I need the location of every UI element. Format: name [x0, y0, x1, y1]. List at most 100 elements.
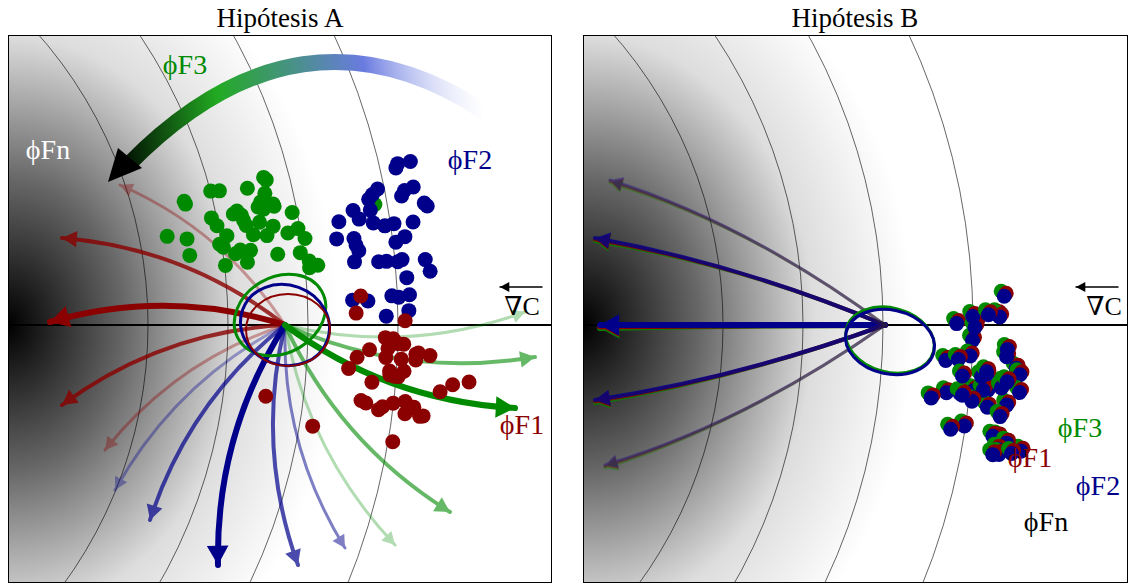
cell-dot — [379, 309, 394, 324]
isoline — [583, 35, 803, 583]
cell-dot — [351, 243, 366, 258]
cell-dot — [310, 258, 325, 273]
trajectory-line — [285, 325, 395, 545]
trajectory-line — [595, 325, 885, 400]
cell-dot — [1000, 374, 1015, 389]
cell-dot — [979, 364, 994, 379]
trajectory-line — [595, 240, 885, 326]
cell-dot — [981, 307, 996, 322]
trajectory-arrow — [595, 325, 885, 406]
cell-dot — [259, 172, 274, 187]
phase-label: ϕFn — [1024, 508, 1068, 536]
arrowhead — [1076, 282, 1085, 292]
cell-dot — [993, 409, 1008, 424]
cell-dot — [955, 388, 970, 403]
arrowhead — [433, 497, 450, 512]
hypothesis-a — [50, 62, 535, 565]
gradient-label: ∇C — [504, 294, 540, 320]
arrowhead — [519, 351, 535, 367]
cell-dot — [182, 248, 197, 263]
phase-label: ϕFn — [26, 136, 70, 164]
trajectory-arrow — [600, 317, 885, 339]
trajectory-arrow — [595, 233, 885, 325]
cell-dot — [341, 361, 356, 376]
cell-dot — [955, 369, 970, 384]
arrowhead — [62, 231, 77, 247]
cell-dot — [371, 402, 386, 417]
cell-dot — [378, 350, 393, 365]
trajectory-line — [605, 325, 885, 468]
cell-dot — [331, 214, 346, 229]
trajectory-line — [600, 325, 885, 328]
cell-dot — [293, 245, 308, 260]
cell-dot — [258, 389, 273, 404]
cell-dot — [924, 390, 939, 405]
cell-dot — [985, 447, 1000, 462]
arrowhead — [285, 548, 300, 565]
cell-dot — [403, 154, 418, 169]
arrowhead — [120, 184, 134, 197]
cell-dot — [384, 288, 399, 303]
arrowhead — [105, 436, 118, 450]
arrowhead — [381, 531, 395, 545]
cell-dot — [417, 196, 432, 211]
trajectory-line — [115, 325, 285, 490]
trajectory-arrow — [605, 325, 885, 468]
trajectory-arrow — [605, 325, 885, 469]
cell-dot — [397, 229, 412, 244]
cell-dot — [399, 270, 414, 285]
cell-dot — [285, 205, 300, 220]
cell-dot — [411, 346, 426, 361]
cell-dot — [462, 374, 477, 389]
panel-frame — [583, 35, 1128, 583]
arrowhead — [108, 148, 142, 182]
trajectory-line — [595, 325, 885, 402]
phase-label: ϕF2 — [1076, 472, 1120, 500]
phase-label: ϕF3 — [1058, 414, 1102, 442]
cell-dot — [406, 214, 421, 229]
arrowhead — [605, 455, 619, 468]
cell-dot — [386, 331, 401, 346]
arrowhead — [595, 233, 611, 249]
trajectory-arrow — [595, 235, 885, 325]
trajectory-arrow — [500, 282, 542, 292]
cell-dot — [178, 197, 193, 212]
cell-dot — [943, 422, 958, 437]
cell-dot — [379, 254, 394, 269]
cell-dot — [259, 228, 274, 243]
gradient-ground — [8, 35, 552, 583]
trajectory-line — [595, 241, 885, 325]
hypothesis-b — [595, 177, 1030, 470]
cell-dot — [387, 369, 402, 384]
arrowhead — [610, 177, 624, 190]
panel — [8, 35, 552, 583]
cell-dot — [352, 212, 367, 227]
cell-dot — [251, 200, 266, 215]
cell-dot — [236, 213, 251, 228]
cell-dot — [997, 289, 1012, 304]
trajectory-arrow — [285, 325, 450, 512]
trajectory-line — [600, 322, 885, 328]
trajectory-arrow — [610, 180, 885, 325]
cell-dot — [445, 377, 460, 392]
trajectory-arrow — [595, 234, 885, 325]
trajectory-arrow — [1076, 282, 1118, 292]
cell-dot — [406, 400, 421, 415]
arrowhead — [62, 390, 79, 405]
cell-dot — [305, 419, 320, 434]
loop-path — [219, 258, 340, 372]
trajectory-arrow — [610, 179, 885, 325]
trajectory-line — [605, 325, 885, 465]
trajectory-arrow — [610, 177, 885, 325]
cell-dot — [398, 313, 413, 328]
trajectory-line — [595, 238, 885, 325]
trajectory-line — [600, 325, 885, 327]
cell-dot — [180, 231, 195, 246]
panel-title: Hipótesis A — [217, 5, 344, 32]
cell-dot — [1000, 342, 1015, 357]
arrowhead — [333, 534, 345, 548]
cell-dot — [160, 229, 175, 244]
loop-path — [246, 294, 330, 366]
cell-dot — [385, 434, 400, 449]
